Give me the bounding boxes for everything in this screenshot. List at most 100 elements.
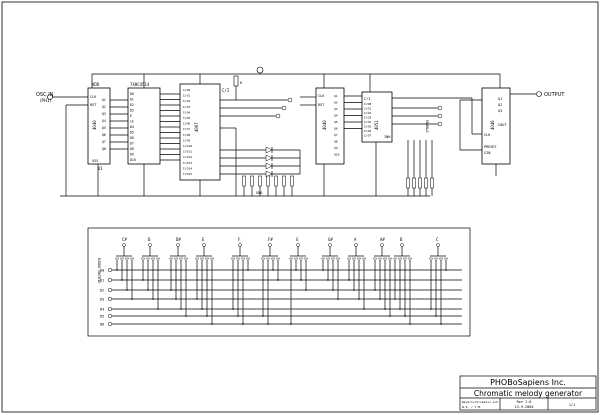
diode-icon xyxy=(265,162,273,170)
matrix-diode-icon xyxy=(151,257,155,263)
u3-pin-label: I/O8 xyxy=(183,133,190,137)
matrix-diode-icon xyxy=(362,257,366,263)
matrix-diode-icon xyxy=(321,257,325,263)
resistor-icon xyxy=(290,175,294,187)
u3-pin-label: I/O2 xyxy=(183,99,190,103)
svg-text:RST: RST xyxy=(318,103,325,107)
u4-pin-label: Q3 xyxy=(334,107,338,111)
row-label: D4 xyxy=(100,308,104,312)
matrix-diode-icon xyxy=(331,257,335,263)
u2-pin-label: D4 xyxy=(130,125,134,129)
u5-pin-label: I/O4 xyxy=(364,120,371,124)
matrix-diode-icon xyxy=(289,257,293,263)
note-node-icon xyxy=(354,243,358,247)
sheet-number: 1/1 xyxy=(569,403,575,407)
matrix-diode-icon xyxy=(231,257,235,263)
u4-pin-label: Q5 xyxy=(334,120,338,124)
note-label: E xyxy=(202,237,205,242)
svg-text:CLK: CLK xyxy=(318,94,325,98)
svg-text:SIN: SIN xyxy=(484,151,490,155)
u3-pin-label: I/O15 xyxy=(183,172,192,176)
output-label: OUTPUT xyxy=(544,92,565,98)
u2-pin-label: D8 xyxy=(130,147,134,151)
note-label: D xyxy=(148,237,151,242)
matrix-diode-icon xyxy=(200,257,204,263)
note-node-icon xyxy=(176,243,180,247)
svg-text:CLK: CLK xyxy=(484,133,491,137)
svg-text:Q3: Q3 xyxy=(498,109,502,113)
note-node-icon xyxy=(380,243,384,247)
note-label: B xyxy=(400,237,403,242)
u3-pin-label: I/O14 xyxy=(183,166,192,170)
svg-text:PRESET: PRESET xyxy=(484,145,498,149)
u1-pin-label: Q6 xyxy=(102,133,106,137)
u4-pin-label: Q10 xyxy=(334,153,340,157)
note-label: C xyxy=(436,237,439,242)
company-name: PHOBoSapiens Inc. xyxy=(490,378,566,387)
note-label: G# xyxy=(328,237,333,242)
diode-icon xyxy=(265,146,273,154)
u1-pin-label: Q1 xyxy=(102,98,106,102)
matrix-diode-icon xyxy=(241,257,245,263)
u2-pin-label: D10 xyxy=(130,158,136,162)
u2-pin-label: D5 xyxy=(130,131,134,135)
row-terminal-icon xyxy=(107,277,113,283)
matrix-diode-icon xyxy=(195,257,199,263)
matrix-diode-icon xyxy=(388,257,392,263)
resistor-icon xyxy=(242,175,246,187)
note-label: C# xyxy=(122,237,127,242)
file-note: Rev2/1/chromatic.sch xyxy=(462,400,498,404)
matrix-diode-icon xyxy=(347,257,351,263)
note-label: F# xyxy=(268,237,273,242)
matrix-diode-icon xyxy=(357,257,361,263)
note-label: G xyxy=(296,237,299,242)
u4-pin-label: Q1 xyxy=(334,94,338,98)
row-label: D5 xyxy=(100,315,104,319)
matrix-diode-icon xyxy=(130,257,134,263)
matrix-diode-icon xyxy=(434,257,438,263)
u3-pin-label: I/O0 xyxy=(183,88,190,92)
matrix-diode-icon xyxy=(271,257,275,263)
u1-pin-label: Q3 xyxy=(102,112,106,116)
svg-text:U1: U1 xyxy=(98,166,103,171)
matrix-label: DIODE MATRIX xyxy=(97,258,101,284)
diode-icon xyxy=(265,154,273,162)
u3-pin-label: I/O12 xyxy=(183,155,192,159)
svg-text:74HC4514: 74HC4514 xyxy=(130,82,150,87)
u4-pin-label: Q2 xyxy=(334,101,338,105)
svg-text:INH: INH xyxy=(384,135,390,139)
chip-u6: 4046 PRESET SIN CLK Q1 Q2 Q3 COUT xyxy=(481,74,536,176)
svg-text:C/I: C/I xyxy=(364,97,370,101)
u3-pin-label: I/O7 xyxy=(183,127,190,131)
u3-pin-label: I/O4 xyxy=(183,110,190,114)
row-terminal-icon xyxy=(107,321,113,327)
u2-pin-label: E xyxy=(130,114,132,118)
matrix-diode-icon xyxy=(125,257,129,263)
u2-pin-label: D2 xyxy=(130,103,134,107)
matrix-diode-icon xyxy=(444,257,448,263)
u3-pin-label: I/O11 xyxy=(183,150,192,154)
matrix-diode-icon xyxy=(383,257,387,263)
matrix-diode-icon xyxy=(299,257,303,263)
matrix-diode-icon xyxy=(352,257,356,263)
svg-text:4051: 4051 xyxy=(374,120,379,130)
matrix-diode-icon xyxy=(169,257,173,263)
u2-pin-label: D6 xyxy=(130,136,134,140)
chip-u4: CLK RST 4040 xyxy=(300,74,345,196)
u3-pin-label: I/O6 xyxy=(183,122,190,126)
chip-u1: VDD CLK RST VSS 4040 U1 xyxy=(87,74,111,196)
u2-pin-label: LE xyxy=(130,120,134,124)
matrix-diode-icon xyxy=(398,257,402,263)
svg-text:VDD: VDD xyxy=(92,82,100,87)
matrix-diode-icon xyxy=(326,257,330,263)
row-terminal-icon xyxy=(107,296,113,302)
matrix-diode-icon xyxy=(294,257,298,263)
gnd-label: GND xyxy=(256,191,262,195)
matrix-diode-icon xyxy=(141,257,145,263)
row-label: D6 xyxy=(100,323,104,327)
matrix-diode-icon xyxy=(210,257,214,263)
u4-pin-label: Q7 xyxy=(334,133,338,137)
matrix-diode-icon xyxy=(174,257,178,263)
matrix-diode-icon xyxy=(156,257,160,263)
